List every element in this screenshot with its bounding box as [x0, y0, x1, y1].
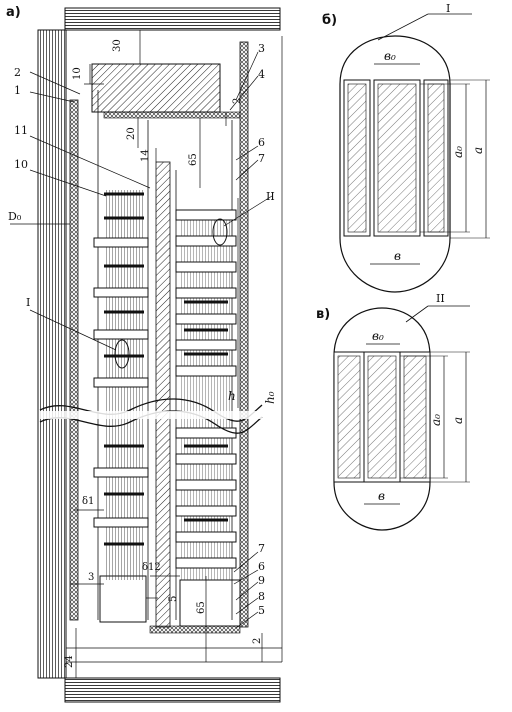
- detail-b-b: в: [394, 249, 401, 263]
- callout-2: 2: [14, 66, 21, 79]
- bottom-plate: [149, 625, 241, 634]
- panel-c-label: в): [316, 307, 330, 322]
- outer-barrier-left: [69, 99, 79, 621]
- detail-II-marker: [212, 218, 228, 246]
- dim-h: h: [228, 389, 236, 403]
- callout-4: 4: [258, 68, 265, 81]
- detail-c-a: а: [451, 417, 465, 424]
- top-yoke: [64, 7, 281, 31]
- panel-c: в) II в₀ в а₀ а: [316, 292, 470, 531]
- panel-a: а) 2 1 11 10 D₀ I 3 4 6 7 II 7 6 9 8 5 3…: [6, 5, 283, 703]
- callout-10: 10: [14, 158, 28, 171]
- callout-3-top: 3: [258, 42, 265, 55]
- detail-b-a0: а₀: [451, 146, 465, 158]
- dim-65-bot: 65: [196, 601, 207, 614]
- bottom-support-right: [179, 579, 241, 627]
- dim-5: 5: [168, 596, 179, 602]
- detail-b-a: а: [471, 147, 485, 154]
- dim-10: 10: [72, 67, 83, 80]
- dim-2-bot: 2: [252, 638, 263, 644]
- callout-I: I: [26, 296, 30, 309]
- outer-barrier-right: [239, 41, 249, 628]
- detail-c-tag: II: [436, 292, 445, 305]
- hv-winding: [175, 209, 237, 580]
- callout-5: 5: [258, 604, 265, 617]
- dim-2-top: 2: [232, 98, 243, 104]
- callout-9: 9: [258, 574, 265, 587]
- dimension-lines: [66, 30, 283, 678]
- detail-b-tag: I: [446, 2, 450, 15]
- callout-6-bot: 6: [258, 560, 265, 573]
- panel-b-label: б): [322, 13, 337, 28]
- dim-20: 20: [126, 127, 137, 140]
- detail-c-b: в: [378, 489, 385, 503]
- callout-6-top: 6: [258, 136, 265, 149]
- dim-delta1: δ1: [82, 496, 94, 507]
- panel-a-label: а): [6, 5, 21, 20]
- core-leg: [37, 29, 67, 679]
- callout-7-top: 7: [258, 152, 265, 165]
- callout-1: 1: [14, 84, 21, 97]
- lv-winding: [93, 190, 149, 580]
- inner-cylinder: [155, 161, 171, 628]
- panel-b: б) I в₀ в а₀ а: [322, 2, 490, 293]
- detail-c-b0: в₀: [372, 329, 384, 343]
- dim-3: 3: [88, 572, 94, 583]
- dim-h0: h₀: [263, 391, 277, 404]
- callout-11: 11: [14, 124, 28, 137]
- dim-14: 14: [140, 149, 151, 162]
- dim-30: 30: [112, 39, 123, 52]
- callout-II: II: [266, 190, 275, 203]
- dim-65-top: 65: [188, 153, 199, 166]
- callout-8: 8: [258, 590, 265, 603]
- detail-b-b0: в₀: [384, 49, 396, 63]
- top-plate: [103, 111, 241, 119]
- callout-D0: D₀: [8, 210, 22, 223]
- dim-delta12: δ12: [142, 562, 161, 573]
- bottom-yoke: [64, 677, 281, 703]
- dim-24: 24: [64, 655, 75, 668]
- detail-c-a0: а₀: [429, 414, 443, 426]
- break-line: [39, 398, 263, 422]
- detail-I-marker: [114, 339, 130, 369]
- callout-7-bot: 7: [258, 542, 265, 555]
- top-ring: [91, 63, 221, 113]
- bottom-support: [99, 575, 147, 623]
